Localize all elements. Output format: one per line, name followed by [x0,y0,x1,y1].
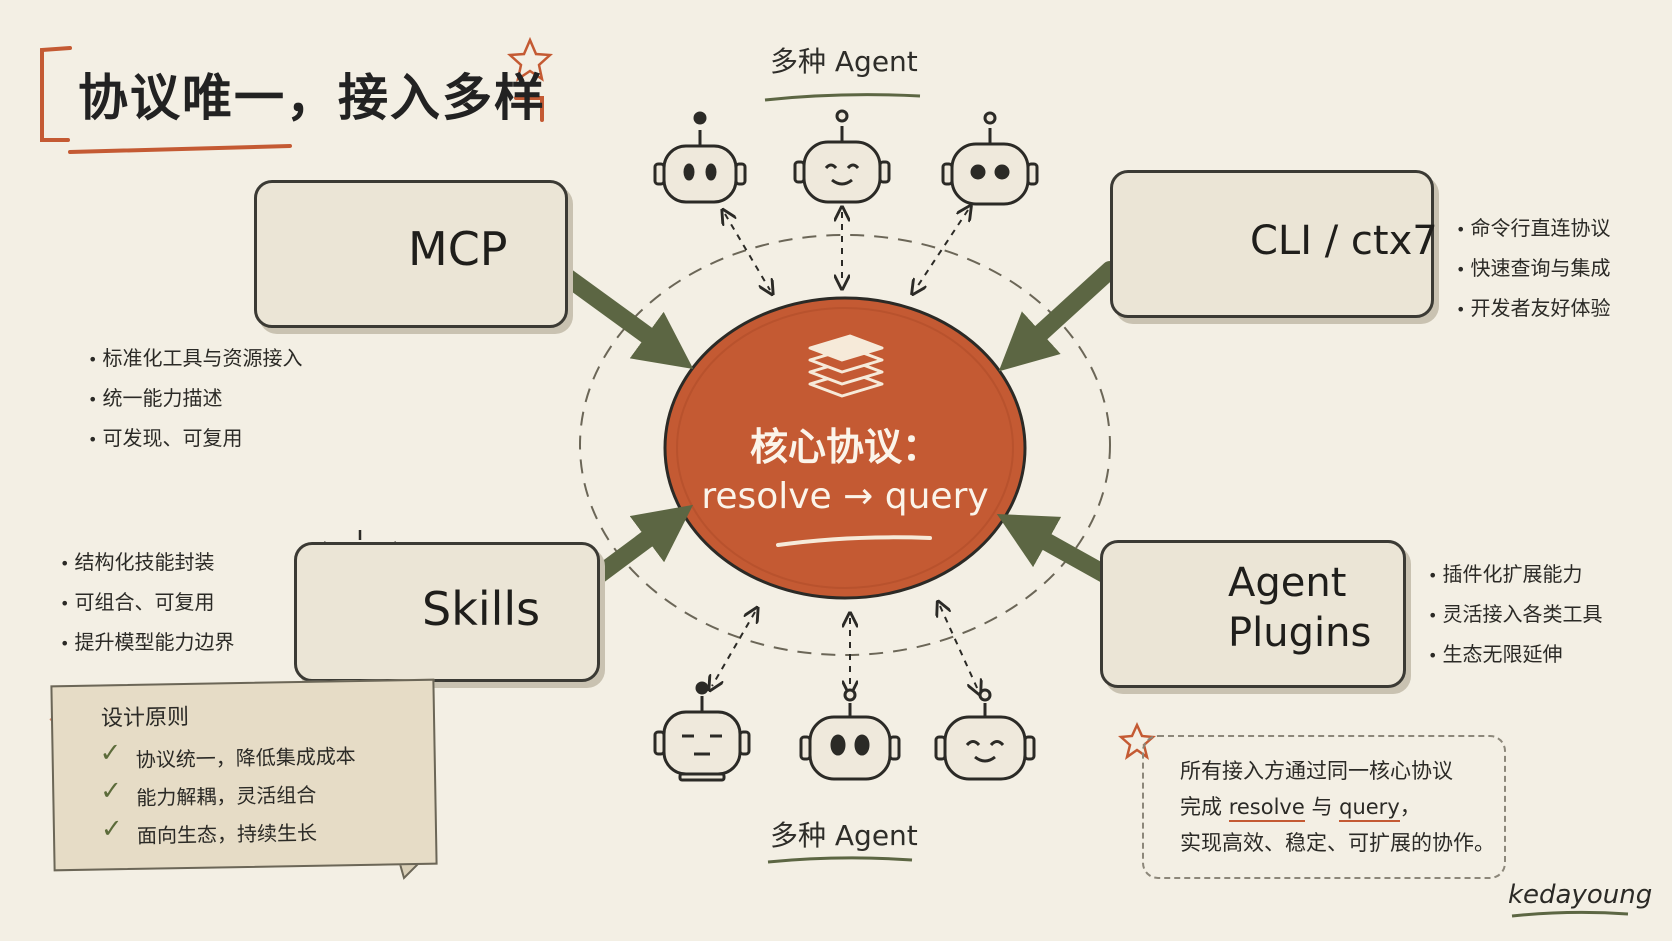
list-item: 灵活接入各类工具 [1428,594,1603,634]
arrow-cli-to-core [998,261,1119,372]
signature: kedayoung [1508,880,1653,910]
card-skills [294,542,600,682]
bottom-label-underline [767,856,913,864]
principle-item: 面向生态，持续生长 [136,820,318,848]
page-title: 协议唯一，接入多样 [78,69,546,127]
card-plugins-title-line1: Agent [1228,560,1347,606]
robot-icon [793,109,891,204]
robot-icon [653,681,751,782]
summary-line-3: 实现高效、稳定、可扩展的协作。 [1180,831,1495,855]
core-protocol-title: 核心协议： [749,425,940,469]
title-bracket [40,46,544,154]
card-skills-title: Skills [422,582,541,636]
summary-line-2: 完成 resolve 与 query， [1180,791,1421,822]
list-item: 统一能力描述 [88,378,303,418]
card-mcp-title: MCP [408,222,508,276]
core-protocol-flow: resolve → query [701,476,989,517]
card-mcp [254,180,568,328]
agents-bottom-label: 多种 Agent [770,819,918,852]
robot-icon [941,111,1039,206]
list-item: 结构化技能封装 [60,542,235,582]
arrow-skills-to-core [583,504,694,589]
list-item: 插件化扩展能力 [1428,554,1603,594]
list-item: 开发者友好体验 [1456,288,1611,328]
list-item: 可组合、可复用 [60,582,235,622]
agents-top-label: 多种 Agent [770,45,918,78]
mcp-bullets: 标准化工具与资源接入 统一能力描述 可发现、可复用 [88,338,303,458]
summary-resolve: resolve [1228,795,1305,822]
list-item: 快速查询与集成 [1456,248,1611,288]
summary-box: 所有接入方通过同一核心协议 完成 resolve 与 query， 实现高效、稳… [1142,735,1506,879]
summary-text: ， [1399,795,1421,819]
check-icon: ✓ [99,738,122,769]
robot-icon [799,688,901,781]
plugins-bullets: 插件化扩展能力 灵活接入各类工具 生态无限延伸 [1428,554,1603,674]
summary-line-1: 所有接入方通过同一核心协议 [1180,759,1453,783]
robot-icon [653,111,747,204]
principle-item: 协议统一，降低集成成本 [135,744,356,772]
document-stack-icon [808,334,884,398]
agent-link-4 [712,612,755,686]
signature-underline [1511,910,1629,918]
principle-item: 能力解耦，灵活组合 [136,782,317,810]
skills-bullets: 结构化技能封装 可组合、可复用 提升模型能力边界 [60,542,235,662]
arrow-plugins-to-core [996,513,1117,585]
list-item: 生态无限延伸 [1428,634,1603,674]
agent-ring [579,234,1111,656]
summary-text: 完成 [1180,795,1229,819]
list-item: 提升模型能力边界 [60,622,235,662]
agent-link-6 [940,606,978,690]
agent-link-1 [725,214,770,290]
check-icon: ✓ [100,776,123,807]
design-principles-note: 设计原则 ✓ 协议统一，降低集成成本 ✓ 能力解耦，灵活组合 ✓ 面向生态，持续… [50,678,438,872]
check-icon: ✓ [100,814,123,845]
agent-link-3 [915,210,968,290]
principles-title: 设计原则 [100,704,190,732]
top-label-underline [764,93,921,102]
core-protocol-blob [663,296,1027,600]
card-cli [1110,170,1434,318]
summary-query: query [1339,795,1400,822]
card-cli-title: CLI / ctx7 [1250,218,1438,264]
list-item: 标准化工具与资源接入 [88,338,303,378]
card-plugins-title-line2: Plugins [1228,610,1372,656]
list-item: 可发现、可复用 [88,418,303,458]
arrow-mcp-to-core [551,263,694,369]
center-underline [776,535,932,547]
card-plugins [1100,540,1406,688]
list-item: 命令行直连协议 [1456,208,1611,248]
robot-icon [934,688,1036,781]
summary-text: 与 [1304,795,1340,819]
star-icon [506,36,554,82]
cli-bullets: 命令行直连协议 快速查询与集成 开发者友好体验 [1456,208,1611,328]
